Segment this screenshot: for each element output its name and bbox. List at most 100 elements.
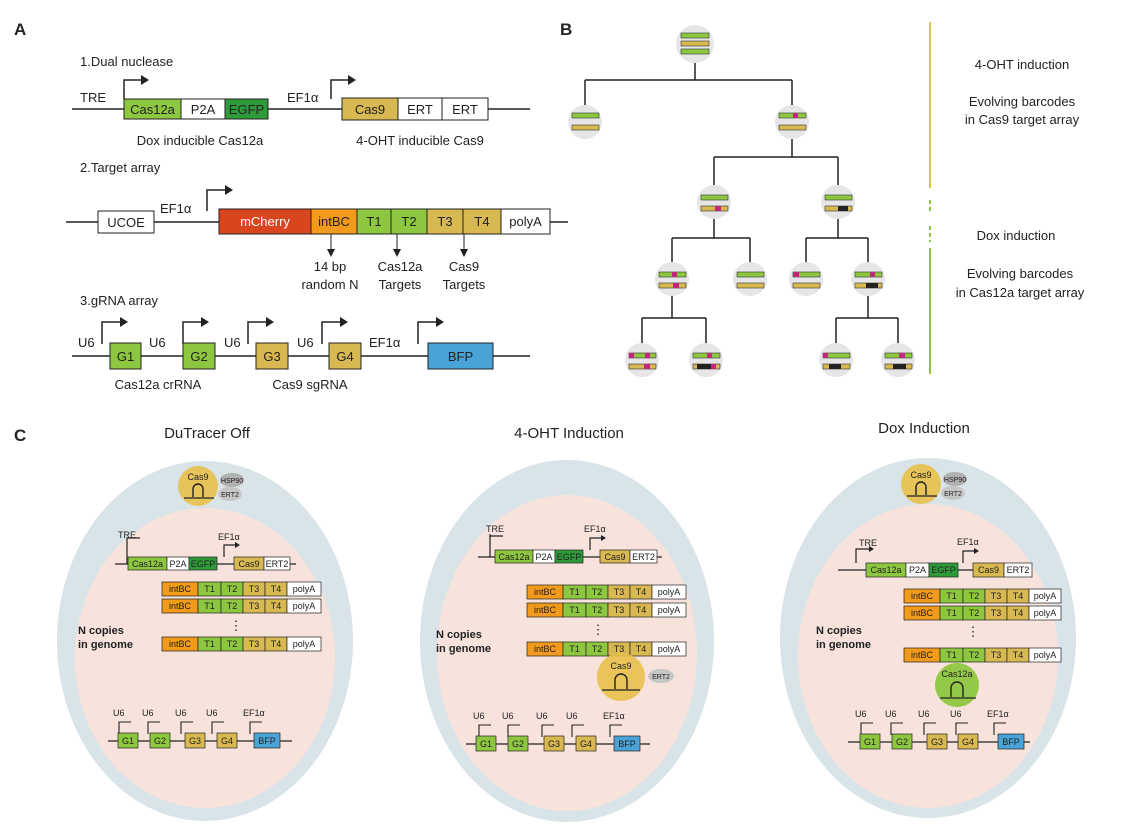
note-cas12a: Cas12a xyxy=(378,259,424,274)
svg-text:G4: G4 xyxy=(580,739,592,749)
g1-block xyxy=(109,342,142,370)
target-array: intBC T1 T2 T3 T4 polyA xyxy=(161,636,322,652)
ef1a-label-2: EF1α xyxy=(160,201,192,216)
tre-label: TRE xyxy=(118,530,136,540)
t1-text: T1 xyxy=(366,214,381,229)
svg-text:EF1α: EF1α xyxy=(603,711,625,721)
svg-text:Cas9: Cas9 xyxy=(910,470,931,480)
target-array: intBC T1 T2 T3 T4 polyA xyxy=(526,602,687,618)
svg-text:BFP: BFP xyxy=(258,736,276,746)
note-14bp: 14 bp xyxy=(314,259,347,274)
svg-text:polyA: polyA xyxy=(1034,608,1057,618)
svg-text:T2: T2 xyxy=(969,650,980,660)
cell-oht-induction: TRE Cas12a P2A EGFP EF1α Cas9 ERT2 intBC… xyxy=(420,460,714,822)
svg-text:T3: T3 xyxy=(249,584,260,594)
svg-text:intBC: intBC xyxy=(169,584,192,594)
svg-text:polyA: polyA xyxy=(658,587,681,597)
svg-text:T1: T1 xyxy=(946,591,957,601)
note-random-n: random N xyxy=(301,277,358,292)
target-array: intBC T1 T2 T3 T4 polyA xyxy=(161,581,322,597)
tre-promoter-arrow-icon xyxy=(123,79,145,99)
panel-b-label: B xyxy=(560,20,572,39)
svg-text:T1: T1 xyxy=(569,644,580,654)
svg-text:G3: G3 xyxy=(548,739,560,749)
svg-text:U6: U6 xyxy=(885,709,897,719)
svg-text:EF1α: EF1α xyxy=(957,537,979,547)
cell-node xyxy=(821,185,855,219)
cas9-label: Cas9 xyxy=(238,559,259,569)
g1-text: G1 xyxy=(117,349,134,364)
cas9-protein: Cas9 HSP90 ERT2 xyxy=(901,464,967,504)
ucoe-block xyxy=(97,210,155,234)
egfp-block xyxy=(224,98,269,120)
promoter-arrow-icon xyxy=(147,721,160,734)
svg-text:ERT2: ERT2 xyxy=(944,491,962,498)
g4-text: G4 xyxy=(336,349,353,364)
target-array-copies: intBC T1 T2 T3 T4 polyA intBC T1 T2 T3 T… xyxy=(903,588,1062,663)
promoter-arrow-icon xyxy=(321,321,344,344)
down-arrow-icon xyxy=(393,249,401,257)
svg-text:U6: U6 xyxy=(113,708,125,718)
svg-text:T2: T2 xyxy=(969,591,980,601)
svg-text:EF1α: EF1α xyxy=(584,524,606,534)
cell-node xyxy=(733,262,767,296)
mcherry-text: mCherry xyxy=(240,214,290,229)
svg-text:T1: T1 xyxy=(204,584,215,594)
svg-text:intBC: intBC xyxy=(534,605,557,615)
promoter-arrow-icon xyxy=(890,722,903,735)
promoter-arrow-icon xyxy=(955,722,968,735)
in-genome-label: in genome xyxy=(436,643,491,655)
egfp-label: EGFP xyxy=(191,559,216,569)
target-array: intBC T1 T2 T3 T4 polyA xyxy=(903,588,1062,604)
t1-block xyxy=(356,208,392,235)
oht-induction-title: 4-OHT Induction xyxy=(514,425,624,442)
svg-text:U6: U6 xyxy=(142,708,154,718)
n-copies-label: N copies xyxy=(436,629,482,641)
cell-node xyxy=(655,262,689,296)
svg-text:EF1α: EF1α xyxy=(987,709,1009,719)
polya-block xyxy=(500,208,551,235)
ef1a-label: EF1α xyxy=(218,532,240,542)
svg-text:intBC: intBC xyxy=(911,650,934,660)
svg-text:G1: G1 xyxy=(864,737,876,747)
svg-text:T4: T4 xyxy=(636,587,647,597)
svg-text:Cas12a: Cas12a xyxy=(498,552,529,562)
hsp90-label: HSP90 xyxy=(221,478,243,485)
promoter-arrow-icon xyxy=(571,724,584,737)
grna-array: U6 U6 U6 U6 EF1α G1 G2 G3 G4 BFP xyxy=(108,708,292,749)
promoter-arrow-icon xyxy=(180,721,193,734)
svg-text:T4: T4 xyxy=(1013,608,1024,618)
svg-text:T4: T4 xyxy=(1013,650,1024,660)
svg-text:polyA: polyA xyxy=(293,639,316,649)
oht-inducible-caption: 4-OHT inducible Cas9 xyxy=(356,133,484,148)
ert-text-1: ERT xyxy=(407,102,433,117)
u6-label: U6 xyxy=(224,335,241,350)
g2-block xyxy=(182,342,216,370)
svg-text:TRE: TRE xyxy=(859,538,877,548)
svg-text:intBC: intBC xyxy=(169,639,192,649)
cas9-protein-label: Cas9 xyxy=(187,472,208,482)
in-genome-label: in genome xyxy=(816,639,871,651)
svg-text:T4: T4 xyxy=(271,639,282,649)
promoter-arrow-icon xyxy=(249,721,262,734)
cell-node xyxy=(689,343,723,377)
svg-text:T3: T3 xyxy=(249,601,260,611)
u6-label: U6 xyxy=(149,335,166,350)
svg-text:U6: U6 xyxy=(566,711,578,721)
cell-node xyxy=(625,343,659,377)
panel-c-label: C xyxy=(14,426,26,445)
svg-text:G2: G2 xyxy=(896,737,908,747)
svg-text:T4: T4 xyxy=(271,584,282,594)
n-copies-label: N copies xyxy=(78,625,124,637)
target-array: intBC T1 T2 T3 T4 polyA xyxy=(526,584,687,600)
panel-b: B xyxy=(560,20,1085,377)
svg-text:intBC: intBC xyxy=(534,644,557,654)
svg-text:T1: T1 xyxy=(946,608,957,618)
svg-text:T2: T2 xyxy=(592,605,603,615)
svg-text:Cas9: Cas9 xyxy=(978,565,999,575)
ert2-blob xyxy=(941,486,965,500)
svg-text:T2: T2 xyxy=(227,639,238,649)
svg-text:T1: T1 xyxy=(204,601,215,611)
promoter-arrow-icon xyxy=(247,321,270,344)
